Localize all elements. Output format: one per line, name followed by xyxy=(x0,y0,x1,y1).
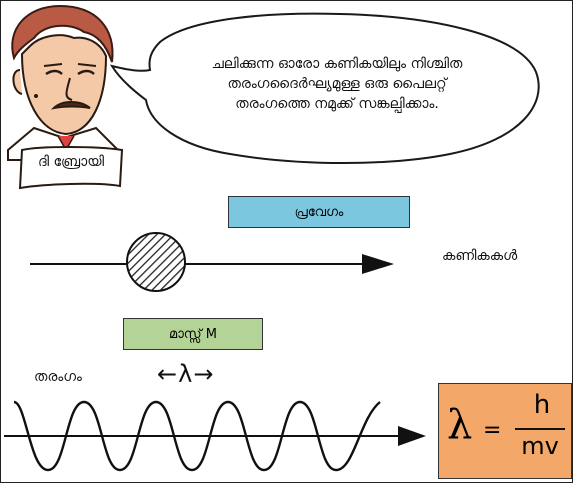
formula-lambda: λ xyxy=(447,402,473,448)
wavelength-marker: ←λ→ xyxy=(157,360,215,388)
wave-axis-arrowhead xyxy=(398,426,426,446)
formula-equals: = xyxy=(483,418,502,443)
de-broglie-formula-box: λ = h mv xyxy=(438,383,572,479)
speech-line-2: തരംഗദൈർഘ്യമുള്ള ഒരു പൈലറ്റ് xyxy=(227,76,447,92)
formula-numerator: h xyxy=(533,390,551,420)
mass-label: മാസ്സ് M xyxy=(169,326,217,342)
formula-denominator: mv xyxy=(521,432,559,460)
wave-label: തരംഗം xyxy=(34,369,82,385)
particle-ball xyxy=(126,232,186,292)
de-broglie-portrait xyxy=(7,4,124,190)
portrait-name-label: ദി ബ്രോയി xyxy=(37,154,105,170)
velocity-label: പ്രവേഗം xyxy=(294,204,344,220)
mass-label-box: മാസ്സ് M xyxy=(123,318,263,350)
pilot-wave xyxy=(13,400,381,472)
particle-motion-arrowhead xyxy=(362,254,394,274)
speech-bubble xyxy=(109,12,540,164)
speech-bubble-text: ചലിക്കുന്ന ഓരോ കണികയിലും നിശ്ചിത തരംഗദൈർ… xyxy=(168,54,506,114)
speech-line-3: തരംഗത്തെ നമുക്ക് സങ്കല്പിക്കാം. xyxy=(235,96,439,112)
speech-line-1: ചലിക്കുന്ന ഓരോ കണികയിലും നിശ്ചിത xyxy=(211,56,463,72)
formula-fraction-bar xyxy=(515,428,565,430)
velocity-label-box: പ്രവേഗം xyxy=(228,196,410,228)
particles-label: കണികകൾ xyxy=(442,248,518,264)
